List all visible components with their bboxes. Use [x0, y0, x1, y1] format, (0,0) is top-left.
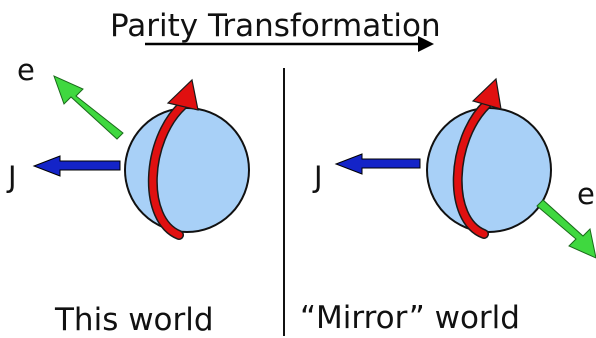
nucleus-sphere: [427, 108, 551, 232]
spin-angular-momentum-arrow: [34, 156, 120, 176]
spin-angular-momentum-arrow: [336, 154, 420, 174]
electron-label: e: [17, 53, 35, 87]
this-world-panel: e J This world: [6, 53, 249, 338]
electron-label: e: [577, 177, 595, 211]
spin-label: J: [312, 160, 323, 194]
panel-caption: “Mirror” world: [300, 300, 520, 336]
nucleus-sphere: [125, 108, 249, 232]
electron-momentum-arrow: [54, 76, 123, 139]
spin-label: J: [6, 160, 17, 194]
panel-caption: This world: [54, 302, 214, 338]
diagram-title: Parity Transformation: [110, 8, 441, 44]
mirror-world-panel: J e “Mirror” world: [300, 79, 596, 336]
